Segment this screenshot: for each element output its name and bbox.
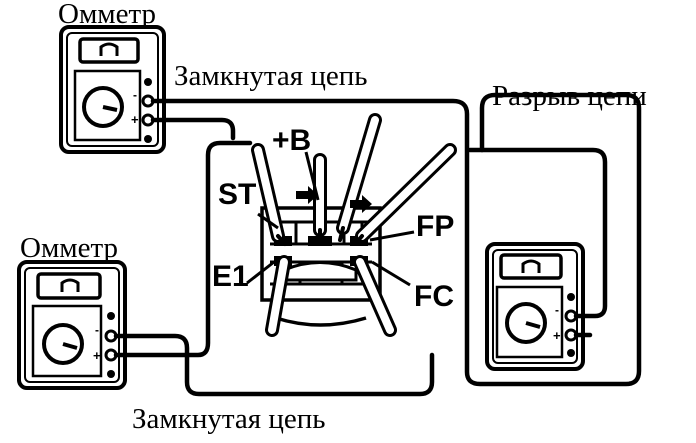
terminal-label-fc: FC [414, 280, 454, 313]
ohmmeter-label-bottom-left: Омметр [20, 232, 119, 264]
lead-wire-bottom-minus [113, 333, 435, 397]
meter-jack [107, 370, 115, 378]
ohmmeter-top-left: - + [59, 25, 166, 154]
closed-circuit-label-bottom: Замкнутая цепь [132, 403, 326, 435]
probe-fp-top [336, 113, 382, 242]
meter-display [78, 37, 140, 64]
probes [251, 113, 457, 337]
test-leads [113, 92, 642, 397]
closed-circuit-label-top: Замкнутая цепь [174, 60, 368, 92]
leader-lines [246, 151, 415, 287]
svg-text:-: - [133, 88, 137, 102]
ohmmeter-right: - + [485, 242, 585, 371]
lead-wire-top-minus [150, 92, 642, 387]
probe-fc [353, 255, 397, 337]
lead-wire-top-plus [150, 117, 236, 141]
meter-jack [144, 78, 152, 86]
meter-pointer-icon [521, 259, 541, 273]
svg-text:-: - [95, 323, 99, 337]
terminal-label-st: ST [218, 178, 257, 211]
meter-pointer-icon [99, 42, 119, 56]
meter-jack [107, 312, 115, 320]
meter-jack [567, 349, 575, 357]
svg-text:-: - [555, 303, 559, 317]
terminal-label-plus-b: +B [272, 124, 312, 157]
probe-fp-right [355, 143, 457, 244]
open-circuit-label: Разрыв цепи [492, 80, 647, 112]
svg-text:+: + [131, 112, 139, 127]
svg-text:+: + [93, 348, 101, 363]
probe-e1 [265, 255, 291, 337]
meter-display [499, 253, 563, 280]
meter-pointer-icon [60, 278, 80, 292]
terminal-label-fp: FP [416, 210, 455, 243]
probe-st [251, 143, 287, 246]
meter-jack [144, 135, 152, 143]
svg-text:+: + [553, 328, 561, 343]
jumper-arrows [296, 186, 372, 213]
terminal-label-e1: E1 [212, 260, 249, 293]
lead-wire-bottom-plus [113, 140, 253, 358]
ohmmeter-label-top-left: Омметр [58, 0, 157, 30]
ohmmeter-bottom-left: - + [17, 260, 127, 390]
meter-display [36, 272, 102, 300]
meter-jack [567, 293, 575, 301]
lead-wire-right-minus [467, 147, 608, 319]
